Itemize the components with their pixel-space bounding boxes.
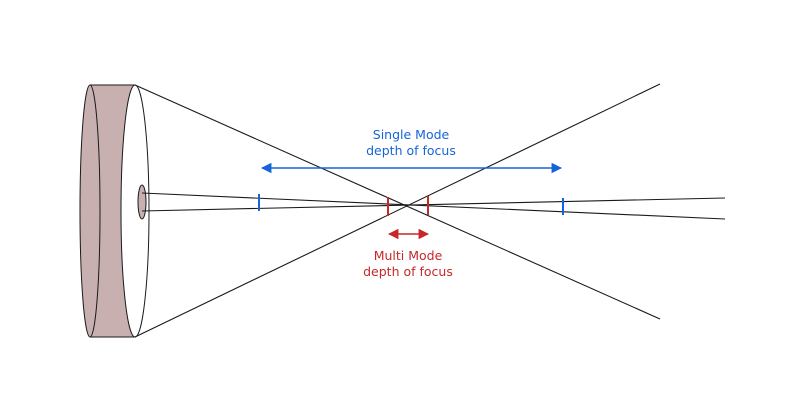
- lens-back-edge: [79, 84, 101, 338]
- multi-mode-label-line2: depth of focus: [363, 264, 453, 279]
- lens-small-aperture: [137, 184, 147, 220]
- narrow-bottom-ray: [141, 197, 726, 212]
- narrow-top-ray: [141, 192, 726, 220]
- single-mode-label-line2: depth of focus: [366, 143, 456, 158]
- multi-mode-markers: [387, 196, 430, 240]
- beam-top-ray: [134, 84, 661, 320]
- multi-mode-label-line1: Multi Mode: [374, 248, 443, 263]
- beam-bottom-ray: [134, 83, 661, 338]
- single-mode-beam: [141, 192, 726, 220]
- single-mode-label-line1: Single Mode: [373, 127, 450, 142]
- single-mode-markers: [258, 162, 564, 215]
- lens: [79, 84, 150, 338]
- multi-mode-beam: [134, 83, 661, 338]
